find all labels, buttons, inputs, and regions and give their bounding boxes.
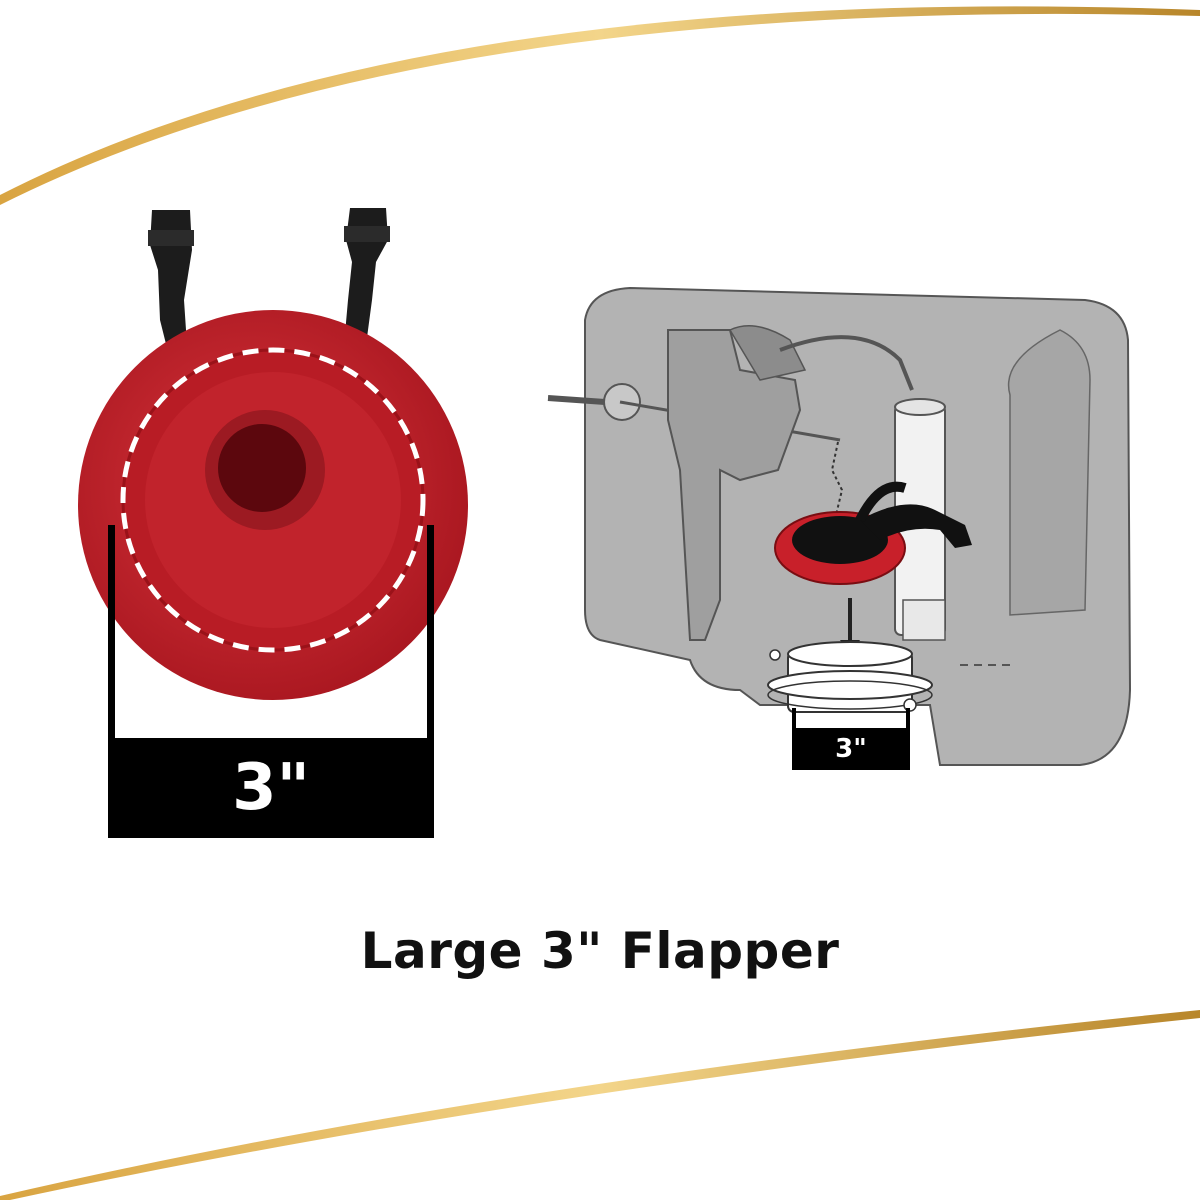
toilet-tank-diagram — [547, 286, 1132, 766]
tank-dimension-bracket — [792, 708, 910, 770]
flapper-strap-right — [344, 208, 388, 345]
gold-swoosh-top — [0, 6, 1200, 205]
flapper-dimension-label: 3" — [232, 751, 310, 825]
tank-dimension-label: 3" — [835, 734, 867, 764]
gold-swoosh-bottom — [0, 1010, 1200, 1200]
flapper-dimension-bracket — [108, 525, 434, 838]
caption: Large 3" Flapper — [360, 922, 840, 980]
flapper-photo — [78, 208, 468, 700]
